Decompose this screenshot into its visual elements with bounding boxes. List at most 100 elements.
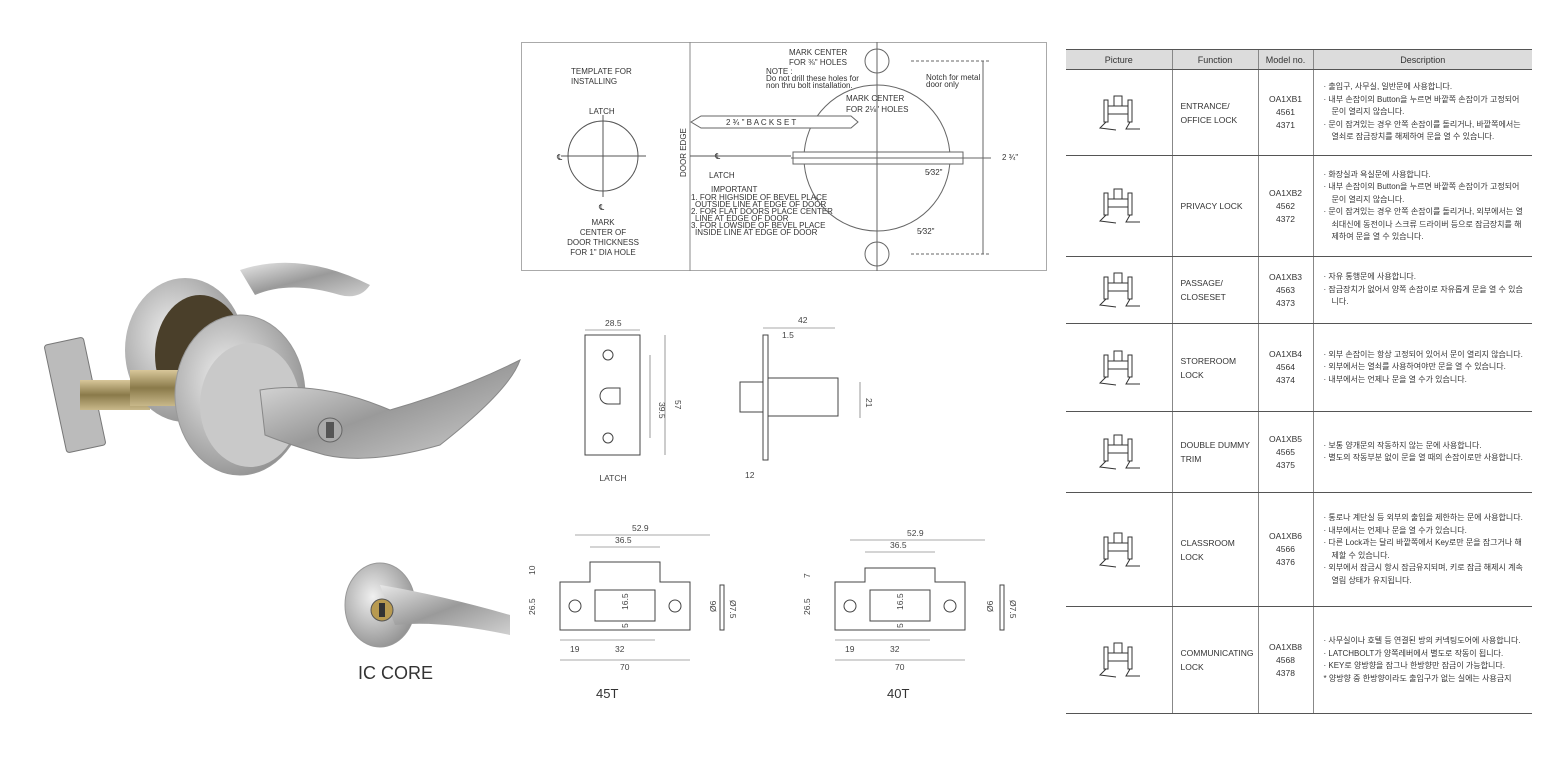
svg-text:7: 7 xyxy=(802,573,812,578)
svg-text:OUTSIDE LINE AT EDGE OF DOOR: OUTSIDE LINE AT EDGE OF DOOR xyxy=(695,200,827,209)
function-text: CLOSESET xyxy=(1180,292,1226,302)
svg-text:MARK: MARK xyxy=(591,218,615,227)
svg-text:DOOR THICKNESS: DOOR THICKNESS xyxy=(567,238,639,247)
svg-text:MARK CENTER: MARK CENTER xyxy=(789,48,847,57)
model-number: 4561 xyxy=(1276,107,1295,117)
description-line: · 문이 잠겨있는 경우 안쪽 손잡이를 돌리거나, 바깥쪽에서는 열쇠로 잠금… xyxy=(1323,119,1521,142)
model-number: OA1XB2 xyxy=(1268,187,1303,198)
svg-text:LATCH: LATCH xyxy=(589,107,615,116)
description-line: · 외부 손잡이는 항상 고정되어 있어서 문이 열리지 않습니다. xyxy=(1323,349,1523,359)
svg-text:℄: ℄ xyxy=(556,153,563,162)
svg-text:2 ¾": 2 ¾" xyxy=(1002,153,1018,162)
svg-text:19: 19 xyxy=(570,644,580,654)
function-text: CLASSROOM xyxy=(1180,537,1235,548)
svg-text:5⁄32": 5⁄32" xyxy=(925,168,943,177)
description-line: · 별도의 작동부분 없이 문을 열 때의 손잡이로만 사용합니다. xyxy=(1323,453,1523,462)
svg-text:Ø7.5: Ø7.5 xyxy=(1008,600,1018,619)
svg-text:FOR ⅜" HOLES: FOR ⅜" HOLES xyxy=(789,58,847,67)
description-line: · 내부에서는 언제나 문을 열 수가 있습니다. xyxy=(1323,374,1467,384)
function-text: ENTRANCE/ xyxy=(1180,100,1230,111)
description-line: · 통로나 계단실 등 외부의 출입을 제한하는 문에 사용합니다. xyxy=(1323,513,1523,522)
model-number: OA1XB5 xyxy=(1268,433,1303,444)
svg-text:℄: ℄ xyxy=(598,203,605,212)
description-line: · KEY로 양방향을 잠그나 한방향만 잠금이 가능합니다. xyxy=(1323,661,1505,670)
lock-function-icon xyxy=(1066,69,1172,156)
function-cell: PRIVACY LOCK xyxy=(1171,155,1258,257)
svg-text:3. FOR LOWSIDE OF BEVEL PLACE: 3. FOR LOWSIDE OF BEVEL PLACE xyxy=(691,221,825,230)
model-number: OA1XB4 xyxy=(1268,349,1303,359)
svg-text:70: 70 xyxy=(895,662,905,672)
svg-text:LATCH: LATCH xyxy=(709,171,735,180)
function-cell: PASSAGE/CLOSESET xyxy=(1171,256,1258,324)
function-text: COMMUNICATING xyxy=(1180,648,1254,658)
description-cell: · 자유 통행문에 사용합니다. · 잠금장치가 없어서 양쪽 손잡이로 자유롭게… xyxy=(1312,256,1532,324)
latch-dimension-drawing: 28.5 39.5 57 LATCH 42 1.5 21 12 xyxy=(584,315,874,483)
svg-text:21: 21 xyxy=(864,398,874,408)
svg-text:non thru bolt installation.: non thru bolt installation. xyxy=(766,81,853,90)
svg-text:16.5: 16.5 xyxy=(620,593,630,610)
model-number: 4374 xyxy=(1276,375,1295,385)
svg-text:Ø7.5: Ø7.5 xyxy=(728,600,738,619)
installation-template-drawing: TEMPLATE FOR INSTALLING LATCH ℄ ℄ MARK C… xyxy=(521,42,1047,271)
header-picture: Picture xyxy=(1066,49,1172,70)
svg-text:32: 32 xyxy=(890,644,900,654)
description-cell: · 보통 양개문의 작동하지 않는 문에 사용합니다.· 별도의 작동부분 없이… xyxy=(1312,411,1532,493)
description-line: · 잠금장치가 없어서 양쪽 손잡이로 자유롭게 문을 열 수 있습니다. xyxy=(1323,284,1523,307)
lock-function-icon xyxy=(1066,155,1172,257)
svg-text:42: 42 xyxy=(798,315,808,325)
description-cell: · 화장실과 욕실문에 사용합니다.· 내부 손잡이의 Button을 누르면 … xyxy=(1312,155,1532,257)
model-number: 4372 xyxy=(1276,213,1295,224)
svg-text:36.5: 36.5 xyxy=(615,535,632,545)
function-spec-table: Picture Function Model no. Description E… xyxy=(1066,49,1532,714)
svg-text:door only: door only xyxy=(926,80,959,89)
header-description: Description xyxy=(1312,49,1532,70)
backset-label: 2 ¾ " B A C K S E T xyxy=(726,118,796,127)
description-cell: · 외부 손잡이는 항상 고정되어 있어서 문이 열리지 않습니다.· 외부에서… xyxy=(1312,323,1532,412)
svg-text:28.5: 28.5 xyxy=(605,318,622,328)
description-line: · LATCHBOLT가 양쪽레버에서 별도로 작동이 됩니다. xyxy=(1323,648,1504,658)
svg-text:70: 70 xyxy=(620,662,630,672)
description-cell: · 사무실이나 호텔 등 연결된 방의 커넥팅도어에 사용합니다. · LATCH… xyxy=(1312,606,1532,714)
function-cell: ENTRANCE/OFFICE LOCK xyxy=(1171,69,1258,156)
svg-text:39.5: 39.5 xyxy=(657,402,667,419)
description-line: · 자유 통행문에 사용합니다. xyxy=(1323,272,1417,282)
header-function: Function xyxy=(1171,49,1258,70)
svg-text:5: 5 xyxy=(620,623,630,628)
description-line: · 다른 Lock과는 달리 바깥쪽에서 Key로만 문을 잠그거나 해제할 수… xyxy=(1323,538,1522,560)
svg-text:36.5: 36.5 xyxy=(890,540,907,550)
strike-plate-40t: 52.9 36.5 7 26.5 16.5 5 19 32 70 Ø6 Ø7.5 xyxy=(802,528,1018,672)
svg-text:Do not drill these holes for: Do not drill these holes for xyxy=(766,74,859,83)
description-line: · 사무실이나 호텔 등 연결된 방의 커넥팅도어에 사용합니다. xyxy=(1323,636,1521,645)
model-number: 4568 xyxy=(1276,654,1295,665)
model-number: OA1XB6 xyxy=(1268,531,1303,541)
description-line: · 문이 잠겨있는 경우 안쪽 손잡이를 돌리거나, 외부에서는 열쇠대신에 동… xyxy=(1323,207,1523,241)
function-text: PRIVACY LOCK xyxy=(1180,201,1243,211)
model-number: 4565 xyxy=(1276,446,1295,457)
lock-function-icon xyxy=(1066,323,1172,412)
svg-text:CENTER OF: CENTER OF xyxy=(580,228,626,237)
description-cell: · 출입구, 사무실, 일반문에 사용합니다.· 내부 손잡이의 Button을… xyxy=(1312,69,1532,156)
svg-text:1. FOR HIGHSIDE OF BEVEL PLACE: 1. FOR HIGHSIDE OF BEVEL PLACE xyxy=(691,193,827,202)
lock-function-icon xyxy=(1066,256,1172,324)
function-text: TRIM xyxy=(1180,454,1202,464)
description-line: · 출입구, 사무실, 일반문에 사용합니다. xyxy=(1323,82,1453,92)
description-line: * 양방향 중 한방향이라도 출입구가 없는 실에는 사용금지 xyxy=(1323,673,1512,683)
svg-text:DOOR EDGE: DOOR EDGE xyxy=(679,128,688,177)
model-number: 4566 xyxy=(1276,544,1295,554)
svg-text:16.5: 16.5 xyxy=(895,593,905,610)
strike-40t-label: 40T xyxy=(887,686,910,701)
svg-text:19: 19 xyxy=(845,644,855,654)
